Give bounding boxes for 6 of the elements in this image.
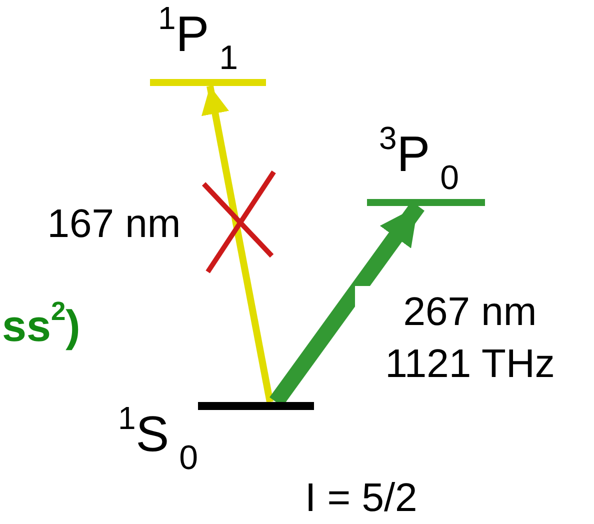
term-symbol: $^{3}$P$_{0}$ <box>379 122 460 195</box>
term-symbol: $^{1}$P$_{1}$ <box>158 2 238 75</box>
arrow <box>201 85 274 403</box>
caption-text: ss$^{2}$) <box>2 296 80 352</box>
term-symbol: $^{1}$S$_{0}$ <box>118 402 198 475</box>
spin-label: I = 5/2 <box>305 476 418 521</box>
